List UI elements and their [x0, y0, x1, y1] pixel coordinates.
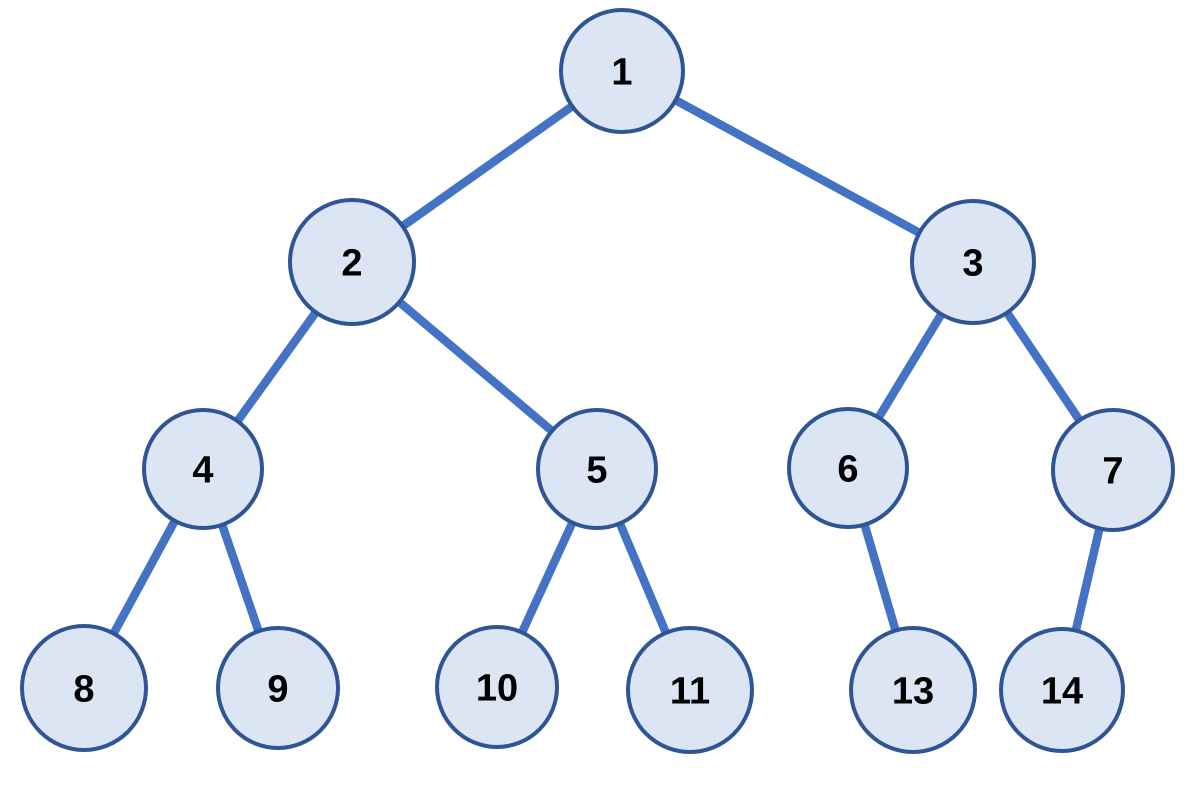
tree-node-circle-4: [142, 408, 264, 530]
tree-node-circle-9: [216, 626, 340, 750]
tree-node-13: 13: [849, 626, 977, 754]
tree-node-label-2: 2: [341, 243, 362, 285]
tree-node-label-8: 8: [73, 669, 94, 711]
tree-node-8: 8: [20, 624, 148, 752]
tree-node-10: 10: [435, 625, 559, 749]
tree-node-label-9: 9: [267, 669, 288, 711]
tree-node-9: 9: [216, 626, 340, 750]
tree-node-circle-2: [288, 198, 416, 326]
tree-node-2: 2: [288, 198, 416, 326]
tree-node-circle-11: [626, 626, 754, 754]
tree-node-label-11: 11: [670, 671, 710, 713]
tree-node-label-7: 7: [1102, 451, 1123, 493]
tree-node-label-1: 1: [611, 52, 632, 94]
tree-node-label-13: 13: [892, 671, 934, 713]
tree-node-circle-5: [536, 408, 658, 530]
tree-node-1: 1: [559, 8, 685, 134]
tree-node-5: 5: [536, 408, 658, 530]
tree-node-label-4: 4: [192, 450, 213, 492]
tree-edge-1-3: [619, 67, 976, 266]
tree-node-circle-1: [559, 8, 685, 134]
tree-node-label-3: 3: [962, 243, 983, 285]
tree-node-11: 11: [626, 626, 754, 754]
tree-node-label-14: 14: [1041, 671, 1083, 713]
tree-node-circle-10: [435, 625, 559, 749]
tree-node-circle-13: [849, 626, 977, 754]
tree-node-14: 14: [999, 627, 1125, 753]
tree-node-6: 6: [787, 407, 909, 529]
tree-node-3: 3: [910, 199, 1036, 325]
tree-node-circle-8: [20, 624, 148, 752]
tree-node-label-10: 10: [476, 668, 518, 710]
tree-node-4: 4: [142, 408, 264, 530]
tree-node-circle-14: [999, 627, 1125, 753]
tree-node-label-5: 5: [586, 450, 607, 492]
tree-node-label-6: 6: [837, 449, 858, 491]
tree-node-7: 7: [1051, 408, 1175, 532]
tree-node-circle-6: [787, 407, 909, 529]
tree-node-circle-3: [910, 199, 1036, 325]
tree-node-circle-7: [1051, 408, 1175, 532]
